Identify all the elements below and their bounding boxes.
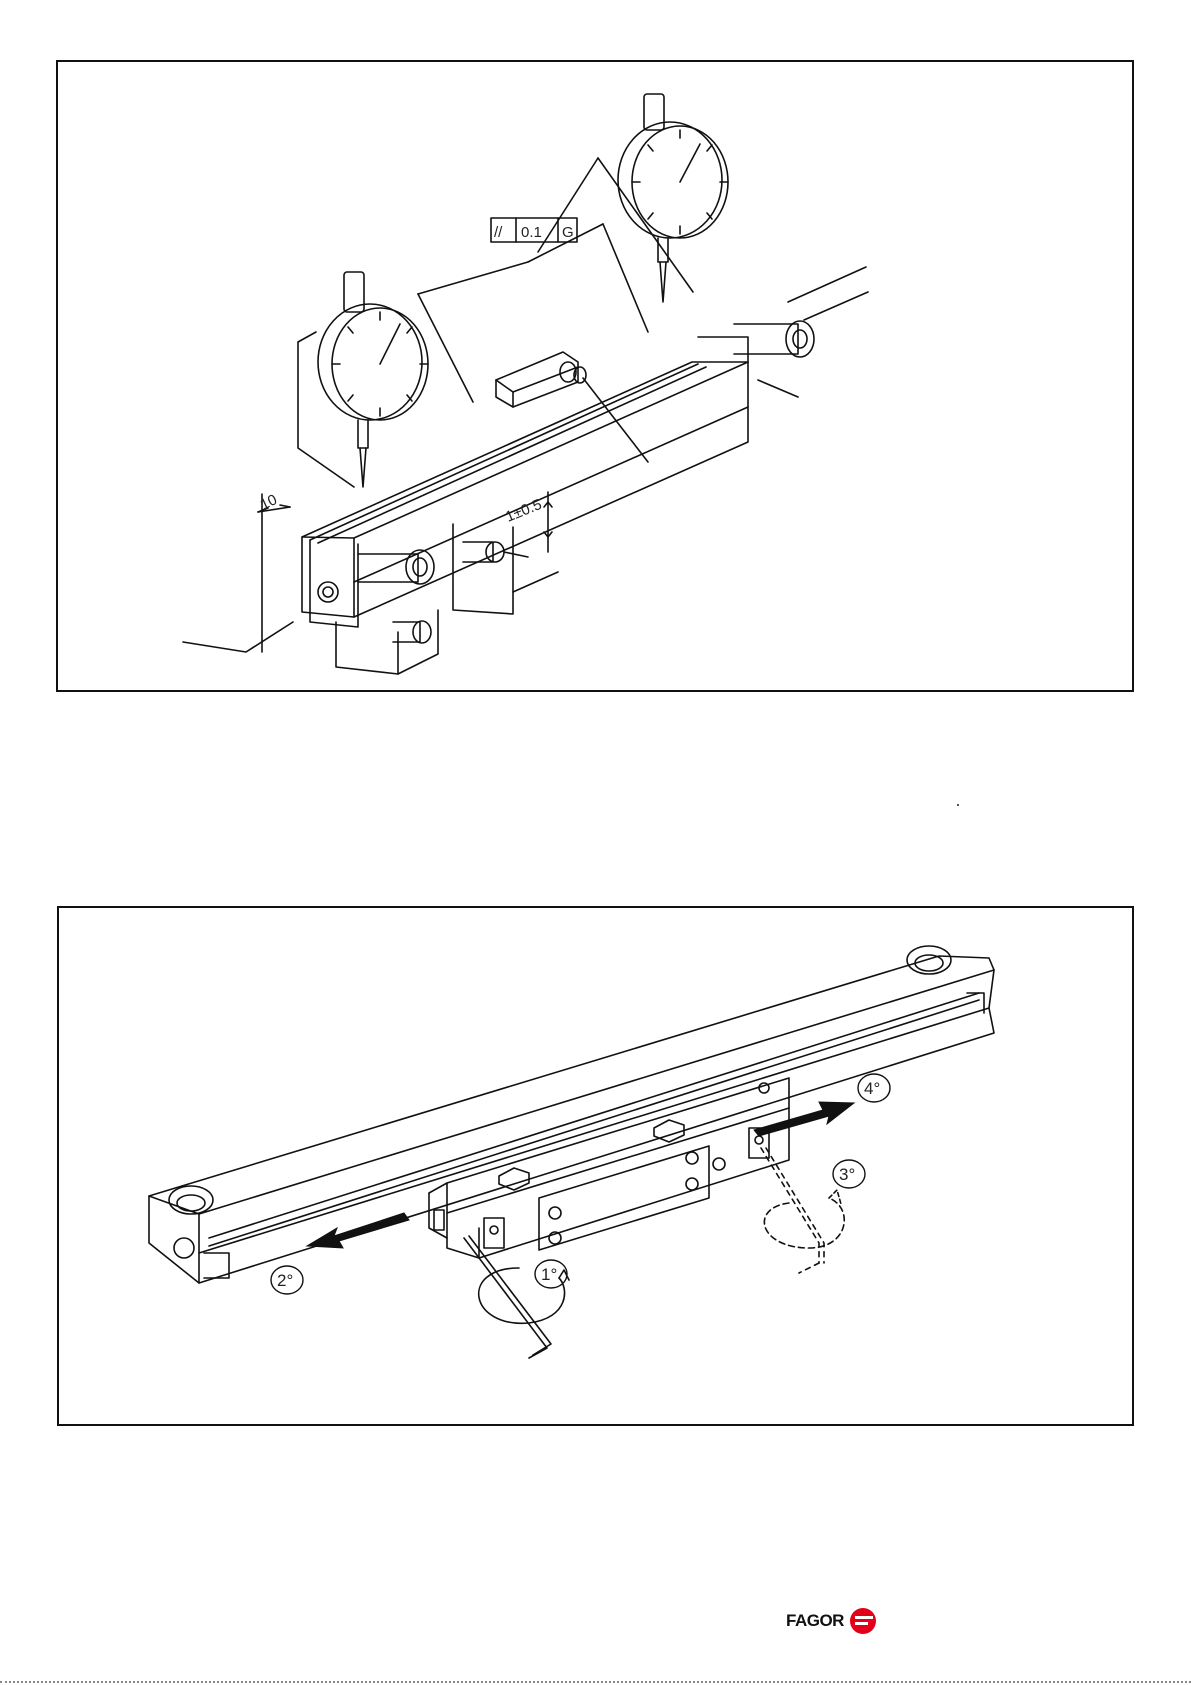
fagor-logo-mark-icon — [848, 1606, 878, 1636]
step-1-label: 1° — [541, 1265, 557, 1284]
fagor-logo: FAGOR — [786, 1606, 878, 1636]
figure-carriage-removal-steps: 2° 1° 3° 4° — [57, 906, 1134, 1426]
dimension-gap-label: 1±0.5 — [503, 496, 544, 526]
tolerance-datum: G — [562, 224, 574, 241]
tolerance-value: 0.1 — [521, 224, 542, 241]
removal-sequence-drawing: 2° 1° 3° 4° — [59, 908, 1132, 1424]
tolerance-symbol: // — [494, 224, 503, 241]
dial-indicator-drawing: // 0.1 G 10 1±0.5 — [58, 62, 1132, 690]
step-3-label: 3° — [839, 1165, 855, 1184]
figure-dial-indicator-alignment: // 0.1 G 10 1±0.5 — [56, 60, 1134, 692]
page-speck — [957, 804, 959, 806]
step-2-label: 2° — [277, 1271, 293, 1290]
step-4-label: 4° — [864, 1079, 880, 1098]
page-bottom-rule — [0, 1681, 1191, 1683]
logo-text: FAGOR — [786, 1611, 844, 1631]
